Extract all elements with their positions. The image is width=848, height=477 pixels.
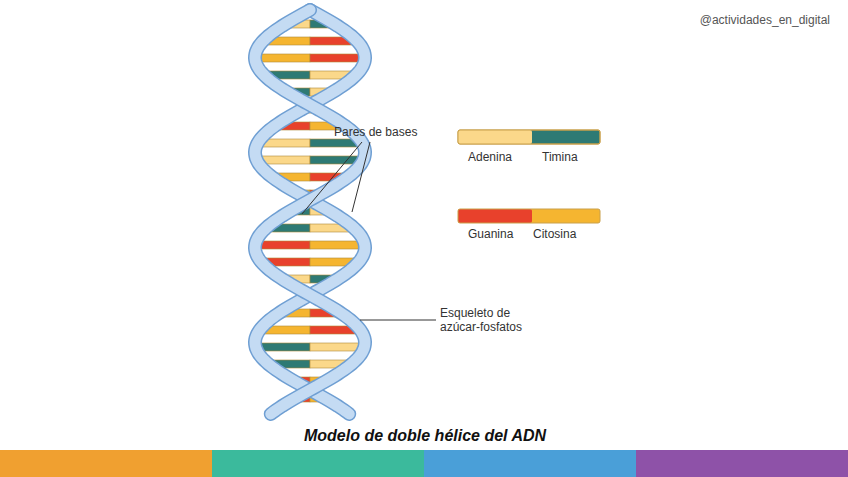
base-name: Timina <box>542 150 578 164</box>
caption: Modelo de doble hélice del ADN <box>304 426 546 445</box>
base-bar <box>310 54 365 62</box>
backbone-edge <box>255 10 365 414</box>
leader-lines <box>302 142 436 320</box>
part-label: Esqueleto de azúcar-fosfatos <box>440 306 540 335</box>
base-name: Guanina <box>468 227 513 241</box>
base-bar <box>255 54 310 62</box>
base-name: Citosina <box>533 227 576 241</box>
watermark: @actividades_en_digital <box>700 13 830 27</box>
legend-bars <box>458 130 600 223</box>
double-helix <box>255 10 365 414</box>
backbone-edge <box>255 10 365 414</box>
backbone-strand <box>255 10 365 414</box>
part-label: Pares de bases <box>334 125 417 139</box>
base-name: Adenina <box>468 150 512 164</box>
backbone-strand <box>255 10 365 414</box>
footer-bar <box>0 450 848 477</box>
